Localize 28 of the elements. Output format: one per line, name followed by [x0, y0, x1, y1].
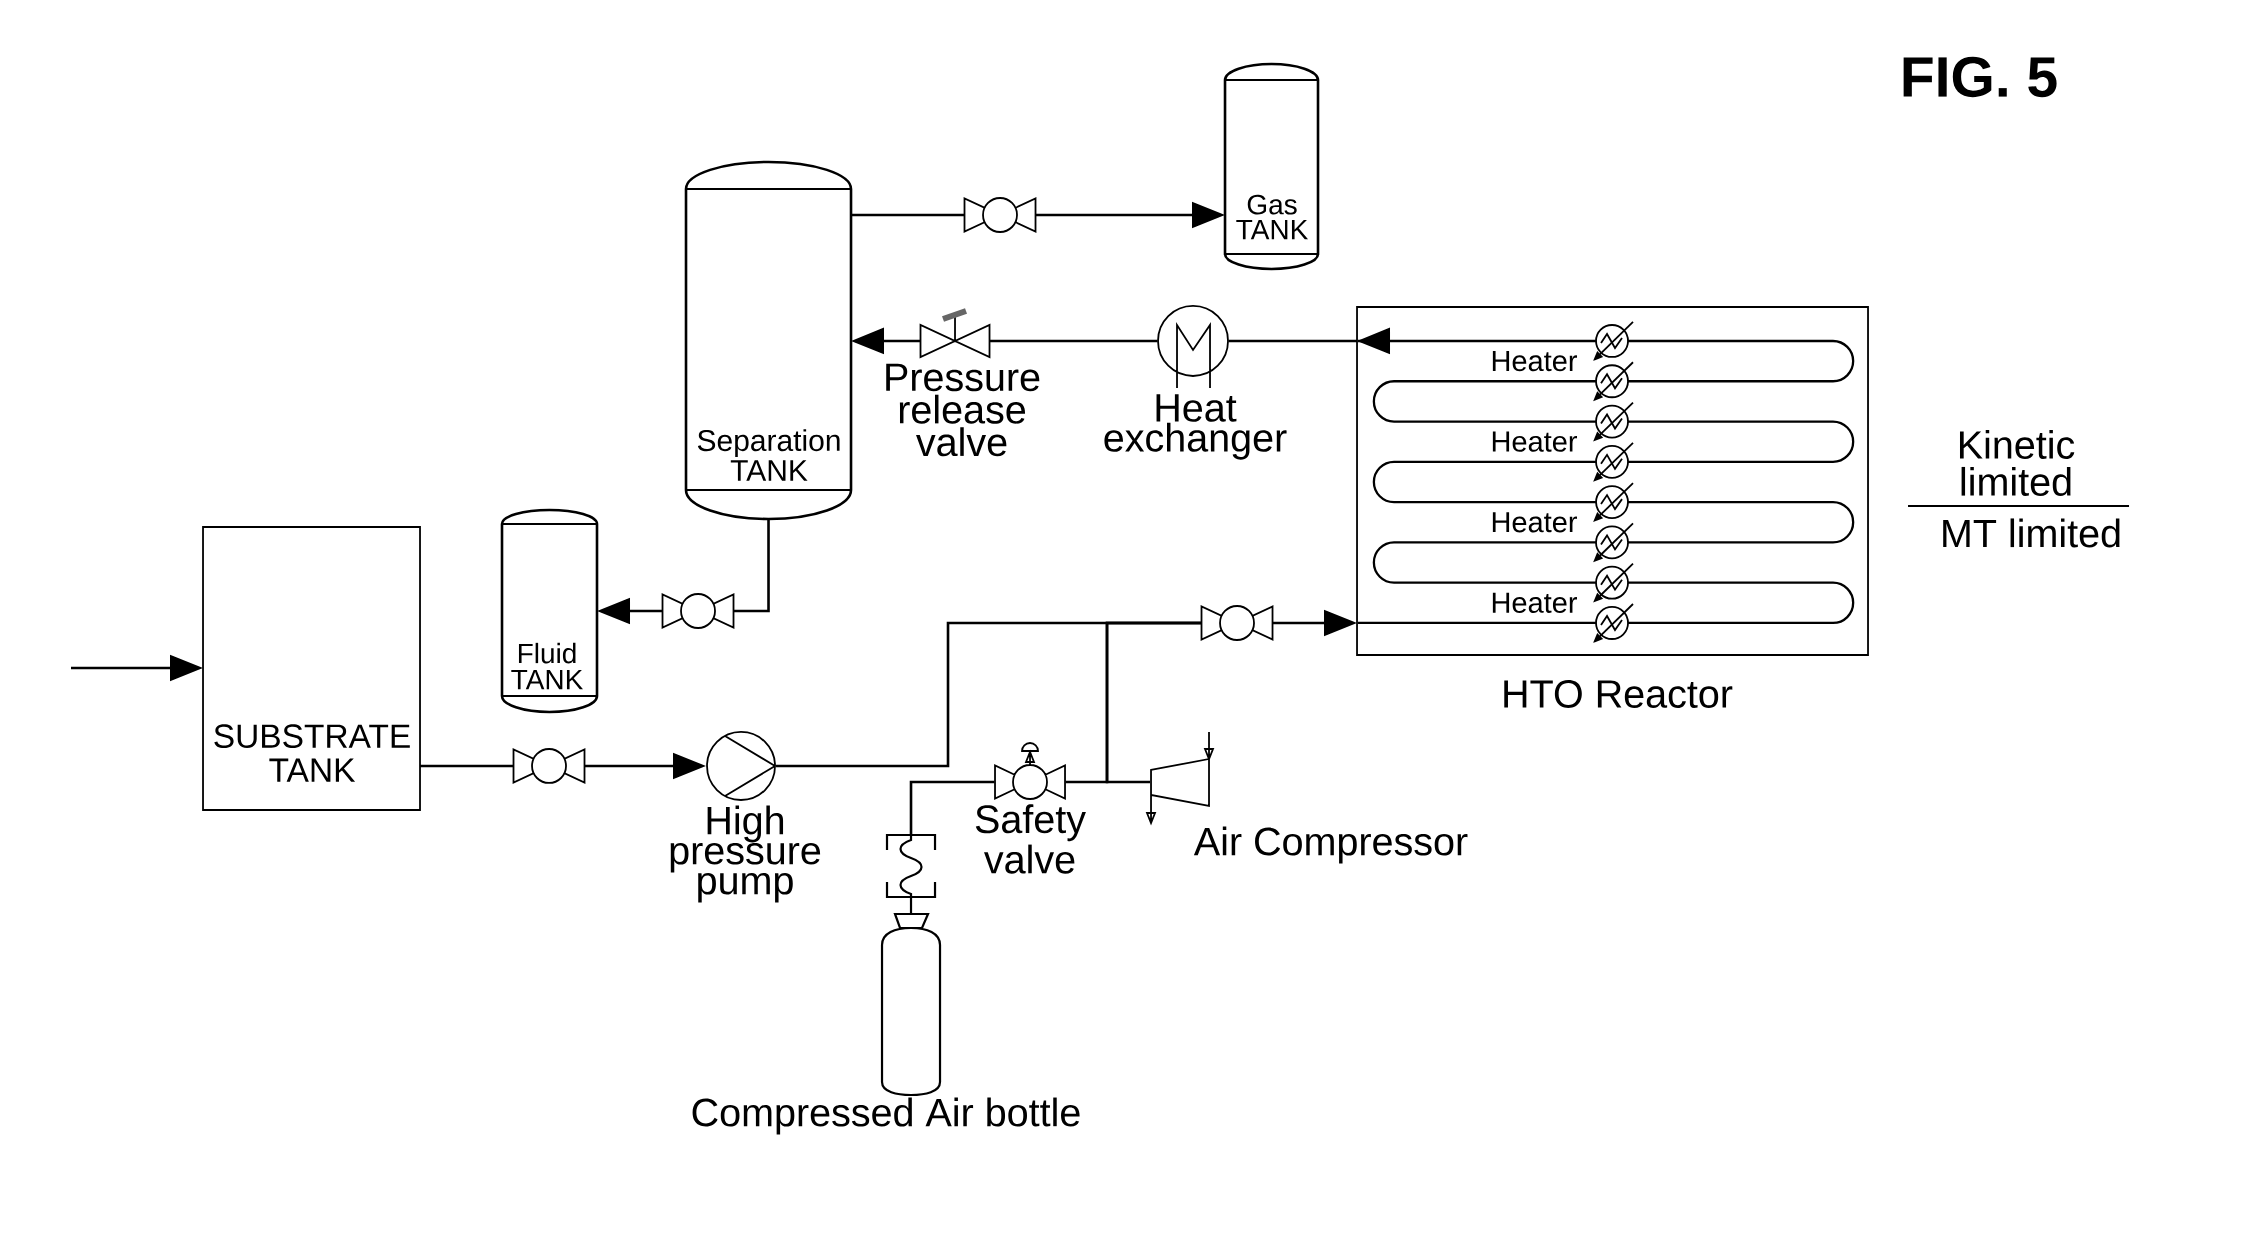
equipment-label: Pressure release valve: [886, 363, 1040, 457]
equipment-label: Air Compressor: [1193, 826, 1468, 864]
heater-label: Heater: [1492, 592, 1577, 613]
valve-symbol: [661, 593, 735, 629]
pipe-line: [733, 518, 770, 613]
pipe-line: [851, 213, 965, 217]
storage-tank: Separation TANK: [684, 160, 853, 521]
equipment-label: HTO Reactor: [1504, 679, 1733, 708]
pipe-line: [990, 339, 1158, 343]
pipe-line: [420, 764, 514, 768]
valve-symbol: [1200, 605, 1274, 641]
figure-title: FIG. 5: [1903, 56, 2057, 98]
tank-box: SUBSTRATE TANK: [202, 526, 421, 811]
annotation-label: Kinetic limited: [1960, 429, 2075, 496]
heater-label: Heater: [1492, 512, 1577, 533]
storage-tank: Fluid TANK: [500, 508, 599, 714]
equipment-label: Compressed Air bottle: [692, 1097, 1080, 1135]
storage-tank: Gas TANK: [1223, 62, 1320, 271]
heater-label: Heater: [1492, 351, 1577, 372]
equipment-label: Safety valve: [975, 804, 1086, 874]
heater-label: Heater: [1492, 431, 1577, 452]
equipment-label: Heat exchanger: [1104, 394, 1287, 460]
annotation-label: MT limited: [1943, 518, 2120, 548]
pipe-line: [1105, 621, 1202, 784]
valve-symbol: [963, 197, 1037, 233]
pipe-line: [909, 780, 995, 834]
equipment-label: High pressure pump: [670, 805, 821, 903]
valve-symbol: [512, 748, 586, 784]
